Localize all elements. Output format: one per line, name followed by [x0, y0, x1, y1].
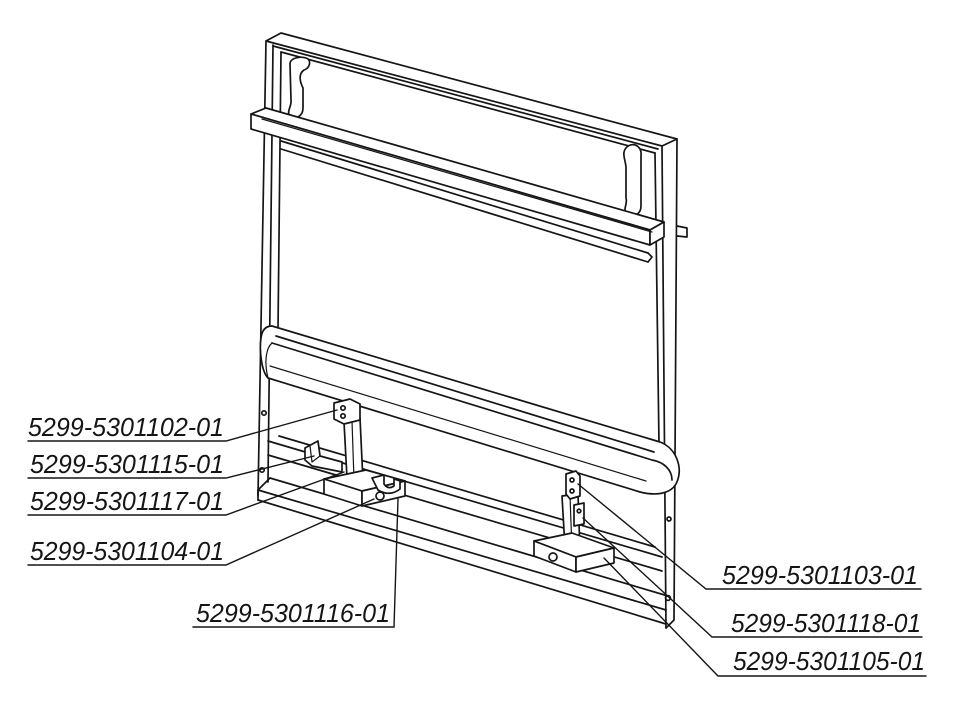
- bumper-body: [259, 325, 680, 495]
- angle-bar-groove: [261, 118, 653, 233]
- handle-cutout-left: [287, 56, 311, 119]
- mount-right-small-bracket-hole: [576, 508, 582, 514]
- leader-5301115: [27, 455, 315, 479]
- right-post: [654, 138, 688, 629]
- left-post-inner-edge: [277, 51, 282, 331]
- mount-left-bracket-hole: [339, 412, 347, 420]
- top-rail-inner-edge: [280, 51, 656, 154]
- callout-label-5301118: 5299-5301118-01: [731, 608, 921, 638]
- right-post-bolt-hole: [666, 516, 672, 522]
- top-angle-bar: [250, 107, 665, 246]
- callout-label-5301104: 5299-5301104-01: [30, 536, 224, 566]
- right-post-pin: [676, 225, 688, 238]
- handle-cutout-right: [623, 143, 642, 217]
- left-post-bolt-hole: [260, 409, 268, 417]
- angle-bar-right-end: [649, 221, 665, 246]
- top-rail-mid-edge: [272, 45, 659, 150]
- mount-left-u-bracket-fold: [309, 445, 321, 463]
- callout-leaders: [27, 409, 927, 677]
- callout-label-5301105: 5299-5301105-01: [733, 646, 925, 676]
- leader-5301118: [582, 517, 923, 638]
- leader-5301104: [27, 498, 375, 566]
- bottom-rail-front-edge: [257, 489, 667, 611]
- leader-5301117: [27, 471, 345, 516]
- panel-strip: [280, 140, 653, 263]
- callout-label-5301116: 5299-5301116-01: [196, 598, 390, 628]
- mount-right-bracket-hole: [569, 488, 575, 494]
- top-rail: [265, 32, 678, 154]
- mount-right-foot-end: [575, 547, 615, 573]
- seat-mount-left: [304, 398, 406, 507]
- bumper-rail: [259, 325, 680, 495]
- mount-left-u-bracket: [304, 440, 343, 473]
- mount-right-bracket-hole: [569, 477, 575, 483]
- mount-left-stem-edge: [351, 420, 355, 481]
- seat-mount-right: [533, 470, 615, 573]
- right-post-side-edge: [665, 138, 678, 629]
- crossbar-back-edge: [278, 435, 656, 548]
- leader-5301103: [577, 483, 922, 590]
- callout-label-5301103: 5299-5301103-01: [722, 560, 918, 590]
- panel-strip-right-end: [647, 252, 653, 263]
- leader-5301105: [603, 557, 927, 677]
- bumper-lip-edge: [275, 335, 655, 453]
- mount-left-top-bracket: [333, 398, 361, 425]
- callout-label-5301117: 5299-5301117-01: [30, 486, 224, 516]
- right-post-inner-edge: [654, 152, 660, 446]
- leader-5301102: [27, 409, 338, 442]
- callout-labels: 5299-5301102-01 5299-5301115-01 5299-530…: [28, 412, 925, 676]
- mount-right-small-bracket: [573, 502, 585, 527]
- panel-strip-bottom-edge: [280, 148, 649, 263]
- bumper-left-bend: [265, 342, 273, 379]
- mount-right-top-bracket: [565, 470, 581, 500]
- leader-5301116: [192, 498, 399, 628]
- top-rail-top-face: [265, 32, 678, 147]
- frame-assembly: [250, 32, 688, 629]
- mount-left-saddle: [371, 474, 401, 495]
- bumper-face-edge: [271, 342, 673, 481]
- mount-right-foot-hole: [548, 552, 558, 562]
- bottom-rail-left-end: [257, 477, 271, 501]
- callout-label-5301115: 5299-5301115-01: [30, 449, 224, 479]
- mount-left-bracket-hole: [339, 404, 347, 412]
- callout-label-5301102: 5299-5301102-01: [28, 412, 224, 442]
- panel-strip-top-edge: [280, 140, 649, 254]
- bumper-lower-edge: [269, 365, 647, 482]
- mount-left-foot-hole: [375, 491, 385, 501]
